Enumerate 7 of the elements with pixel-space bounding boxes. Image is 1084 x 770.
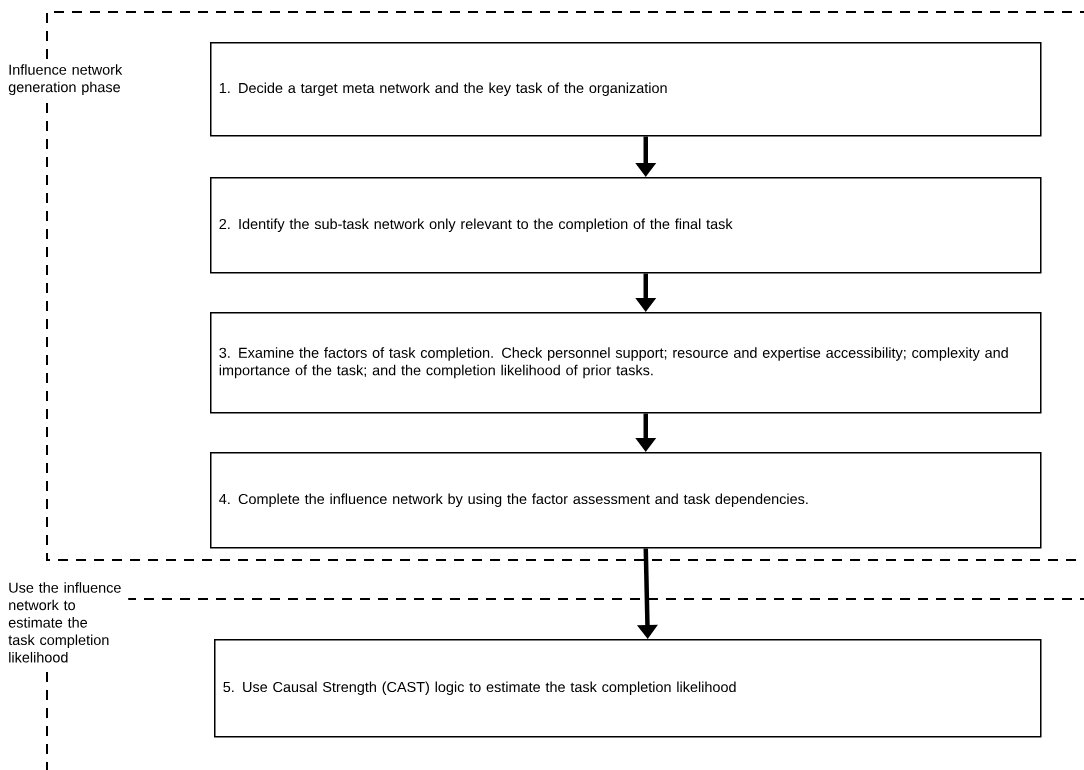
step-box: 4. Complete the influence network by using the factor assessment and task dependencies. <box>210 452 1042 549</box>
step-box: 2. Identify the sub-task network only relevant to the completion of the final task <box>210 177 1042 274</box>
phase-label: Influence network generation phase <box>6 62 129 98</box>
step-box: 1. Decide a target meta network and the key task of the organization <box>210 42 1042 137</box>
step-box: 3. Examine the factors of task completion. Check personnel support; resource and expertise accessibility; complexity and importance of the task; and the completion likelihood of prior tasks. <box>210 312 1042 414</box>
phase-label: Use the influence network to estimate the task completion likelihood <box>6 580 129 665</box>
step-box: 5. Use Causal Strength (CAST) logic to estimate the task completion likelihood <box>214 639 1042 738</box>
